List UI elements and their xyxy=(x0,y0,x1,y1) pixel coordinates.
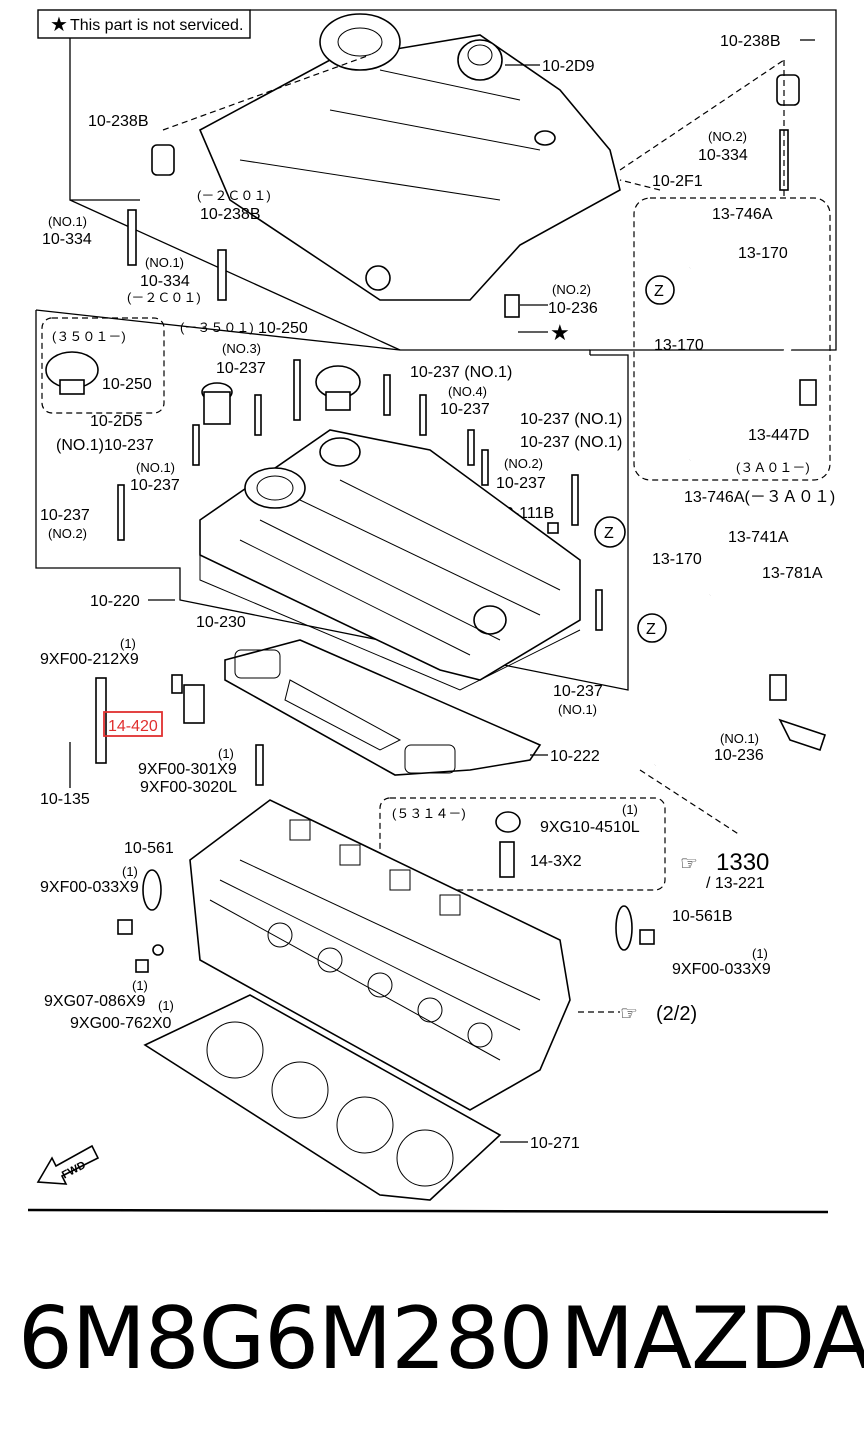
label-13-746A: 13-746A xyxy=(712,206,773,223)
engine-cover xyxy=(198,13,621,301)
label-3a01: (３Ａ０１－) xyxy=(736,460,810,475)
label-10-271: 10-271 xyxy=(530,1135,580,1152)
label-2c01: (－２Ｃ０１) xyxy=(197,188,271,203)
note-text: This part is not serviced. xyxy=(70,17,243,34)
label-9xg00: 9XG00-762X0 xyxy=(70,1015,172,1032)
label-14-420[interactable]: 14-420 xyxy=(108,718,158,735)
label-no1-334: (NO.1) xyxy=(48,214,87,229)
label-9xg10: 9XG10-4510L xyxy=(540,819,640,836)
label-no2-236: (NO.2) xyxy=(552,282,591,297)
label-1330[interactable]: 1330 xyxy=(716,849,769,876)
footer-part-number: 6M8G6M280 xyxy=(18,1289,553,1389)
label-10-237-a: 10-237 xyxy=(216,360,266,377)
footer-brand: MAZDA xyxy=(560,1289,864,1389)
label-10-2D5: 10-2D5 xyxy=(90,413,143,430)
part-10-2D9 xyxy=(457,39,540,81)
label-10-237-c: 10-237 xyxy=(440,401,490,418)
label-10-250-a: 10-250 xyxy=(102,376,152,393)
label-9xf00-301x9: 9XF00-301X9 xyxy=(138,761,237,778)
label-10-561: 10-561 xyxy=(124,840,174,857)
label-10-236b: 10-236 xyxy=(714,747,764,764)
label-10-222: 10-222 xyxy=(550,748,600,765)
label-no1-237: (NO.1)10-237 xyxy=(56,437,154,454)
label-10-237-i: 10-237 xyxy=(553,683,603,700)
label-one-b: (1) xyxy=(218,746,234,761)
label-no2c: (NO.2) xyxy=(504,456,543,471)
label-9xf00-033x9-right: 9XF00-033X9 xyxy=(672,961,771,978)
label-10-237-h: 10-237 xyxy=(40,507,90,524)
label-13-221: / 13-221 xyxy=(706,875,765,892)
label-no1-334b: (NO.1) xyxy=(145,255,184,270)
label-10-237-f: 10-237 xyxy=(130,477,180,494)
label-10-237-b: 10-237 (NO.1) xyxy=(410,364,512,381)
label-one-a: (1) xyxy=(120,636,136,651)
pointing-hand-icon: ☞ xyxy=(680,853,698,875)
label-10-238B-mid: 10-238B xyxy=(200,206,261,223)
label-one-g: (1) xyxy=(158,998,174,1013)
label-10-135: 10-135 xyxy=(40,791,90,808)
label-10-237-e: 10-237 (NO.1) xyxy=(520,434,622,451)
label-one-c: (1) xyxy=(622,802,638,817)
label-z-1: Z xyxy=(604,525,614,542)
label-5314: (５３１４－) xyxy=(392,806,466,821)
head-gasket-10-271 xyxy=(143,994,502,1201)
label-10-250-b: 10-250 xyxy=(258,320,308,337)
label-no2-334: (NO.2) xyxy=(708,129,747,144)
label-10-334-right: 10-334 xyxy=(698,147,748,164)
fwd-arrow-icon: FWD xyxy=(36,1144,100,1185)
label-10-236: 10-236 xyxy=(548,300,598,317)
label-10-2F1: 10-2F1 xyxy=(652,173,703,190)
label-z-2: Z xyxy=(654,283,664,300)
label-no2d: (NO.2) xyxy=(48,526,87,541)
label-9xf00-3020L: 9XF00-3020L xyxy=(140,779,237,796)
label-no1b: (NO.1) xyxy=(136,460,175,475)
label-13-170-b: 13-170 xyxy=(654,337,704,354)
label-9xg07: 9XG07-086X9 xyxy=(44,993,146,1010)
label-10-230: 10-230 xyxy=(196,614,246,631)
label-10-2D9: 10-2D9 xyxy=(542,58,595,75)
cylinder-head xyxy=(189,799,571,1111)
star-icon: ★ xyxy=(550,320,570,345)
label-10-561B: 10-561B xyxy=(672,908,733,925)
label-no1e: (NO.1) xyxy=(558,702,597,717)
label-2c01b: (－２Ｃ０１) xyxy=(127,290,201,305)
not-serviced-note: ★ This part is not serviced. xyxy=(37,9,251,39)
label-no3: (NO.3) xyxy=(222,341,261,356)
highlight-box-14-420 xyxy=(103,711,163,737)
label-one-d: (1) xyxy=(122,864,138,879)
label-13-741A: 13-741A xyxy=(728,529,789,546)
label-13-781A: 13-781A xyxy=(762,565,823,582)
pointing-hand-icon: ☞ xyxy=(620,1003,638,1025)
label-10-238B-top: 10-238B xyxy=(720,33,781,50)
label-10-237-g: 10-237 xyxy=(496,475,546,492)
label-9xf00-033x9-left: 9XF00-033X9 xyxy=(40,879,139,896)
label-10-237-d: 10-237 (NO.1) xyxy=(520,411,622,428)
label-one-e: (1) xyxy=(752,946,768,961)
label-10-334-left: 10-334 xyxy=(42,231,92,248)
label-9xf00-212x9: 9XF00-212X9 xyxy=(40,651,139,668)
gasket-10-222 xyxy=(224,639,542,776)
label-13-447D: 13-447D xyxy=(748,427,809,444)
label-14-3x2: 14-3X2 xyxy=(530,853,582,870)
label-z-3: Z xyxy=(646,621,656,638)
label-no4: (NO.4) xyxy=(448,384,487,399)
valve-cover xyxy=(199,429,581,691)
label-no1-236: (NO.1) xyxy=(720,731,759,746)
label-3501b: (－３５０１) xyxy=(180,320,254,335)
label-3501: (３５０１－) xyxy=(52,329,126,344)
label-one-f: (1) xyxy=(132,978,148,993)
label-10-238B-left: 10-238B xyxy=(88,113,149,130)
label-13-170-c: 13-170 xyxy=(652,551,702,568)
label-10-220: 10-220 xyxy=(90,593,140,610)
star-icon: ★ xyxy=(50,14,68,36)
label-2-2[interactable]: (2/2) xyxy=(656,1003,697,1025)
label-13-170-a: 13-170 xyxy=(738,245,788,262)
label-13-746A-b: 13-746A(－３Ａ０１) xyxy=(684,489,835,506)
label-10-334-mid: 10-334 xyxy=(140,273,190,290)
